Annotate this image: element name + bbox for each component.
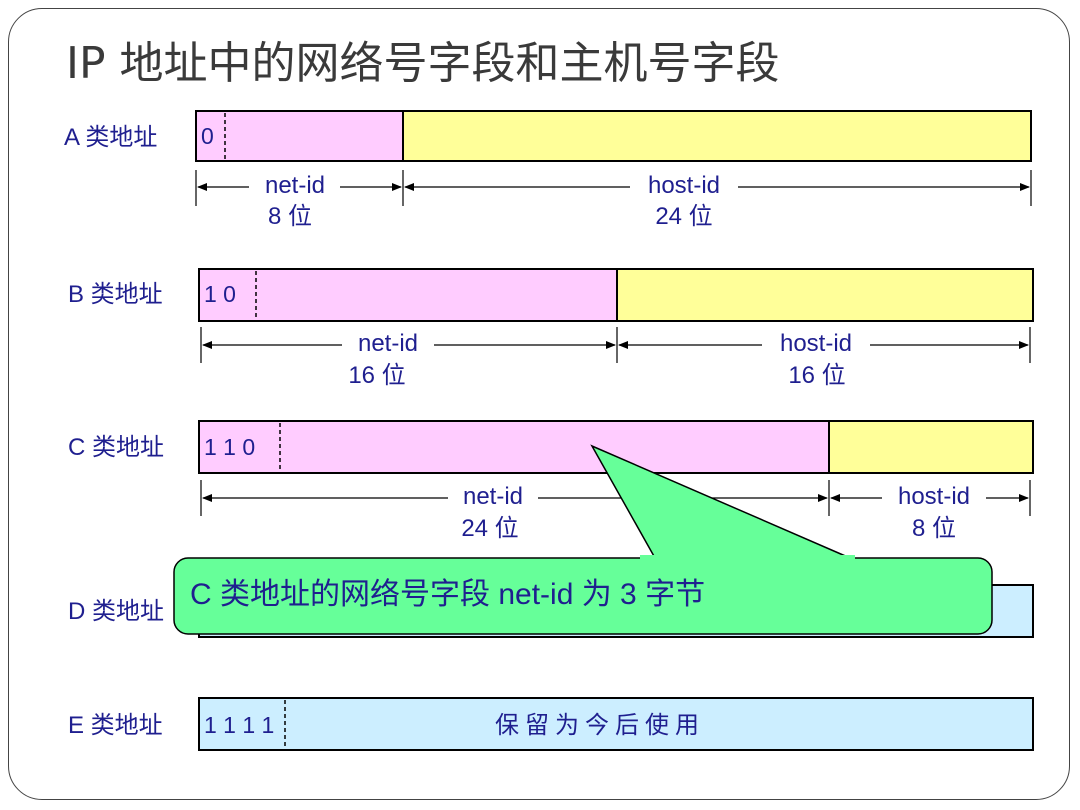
class-d-label: D 类地址 [68,598,164,625]
class-b-host-bits: 16 位 [788,362,845,389]
class-b-net-bits: 16 位 [348,362,405,389]
callout-text: C 类地址的网络号字段 net-id 为 3 字节 [190,578,705,611]
class-b-host-name: host-id [780,330,852,357]
class-c-label: C 类地址 [68,434,164,461]
class-c-net-name: net-id [463,483,523,510]
class-a-host-field [402,110,1032,162]
class-a-bits: 0 [201,123,214,149]
class-a-net-bits: 8 位 [268,203,312,230]
class-b-host-field [616,268,1034,322]
class-a-host-bits: 24 位 [655,203,712,230]
class-c-net-field [198,420,830,474]
class-c-host-name: host-id [898,483,970,510]
class-c-host-field [828,420,1034,474]
class-a-net-field [195,110,404,162]
class-b-net-name: net-id [358,330,418,357]
class-a-host-name: host-id [648,172,720,199]
class-c-host-bits: 8 位 [912,515,956,542]
slide-frame [8,8,1070,800]
class-e-field [198,697,1034,751]
class-c-bits: 1 1 0 [204,434,255,460]
class-e-reserved-text: 保留为今后使用 [495,711,705,739]
class-c-net-bits: 24 位 [461,515,518,542]
class-b-net-field [198,268,618,322]
class-a-net-name: net-id [265,172,325,199]
class-a-label: A 类地址 [64,124,157,151]
class-b-bits: 1 0 [204,281,236,307]
class-e-bits: 1 1 1 1 [204,712,274,738]
callout-join [640,555,855,561]
page-title: IP 地址中的网络号字段和主机号字段 [66,38,780,89]
class-e-label: E 类地址 [68,712,163,739]
callout-box [173,557,993,635]
class-b-label: B 类地址 [68,281,163,308]
